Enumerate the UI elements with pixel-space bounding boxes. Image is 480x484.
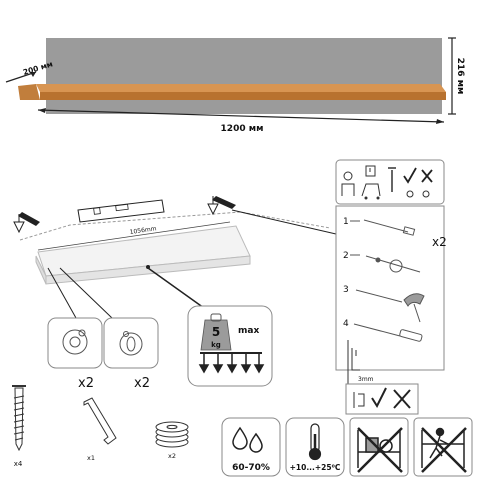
callout-dot <box>146 265 150 269</box>
check-icon <box>371 387 387 409</box>
check-cross-icon <box>403 167 433 198</box>
tools-panel: x2 x2 <box>335 159 445 212</box>
weight-icon <box>200 319 232 351</box>
screw-quantity: x4 <box>14 460 23 468</box>
worker-icon <box>341 171 355 196</box>
screw-icon <box>388 167 396 192</box>
thermometer-icon <box>308 423 322 461</box>
hole-spacing-line <box>37 221 231 251</box>
clearance-label: 3mm <box>358 376 374 383</box>
height-label: 216 мм <box>455 58 465 95</box>
level-icon <box>77 199 165 223</box>
mount-arrow-left-icon <box>13 212 40 234</box>
mount-a-quantity: x2 <box>78 376 94 391</box>
steps-multiplier: x2 <box>432 235 447 249</box>
load-max-label: max <box>238 326 259 336</box>
steps-panel: 1 2 x2 3 4 3mm <box>335 205 447 410</box>
shelf-top <box>36 84 446 92</box>
width-dimension-line <box>37 109 445 123</box>
no-climbing-box <box>413 417 473 477</box>
step-4-number: 4 <box>343 319 349 329</box>
installation-view: 1056mm <box>13 196 331 319</box>
no-climbing-icon <box>421 427 467 473</box>
max-load-box: 5 kg max <box>187 305 273 387</box>
step-3-hammer-icon <box>355 289 425 323</box>
step-2-number: 2 <box>343 251 349 261</box>
temperature-box: +10...+25⁰C <box>285 417 345 477</box>
step-1-number: 1 <box>343 217 349 227</box>
width-arrow-right-icon <box>436 119 444 124</box>
fitting-detail-b: x2 <box>103 317 159 391</box>
mount-b-quantity: x2 <box>134 376 150 391</box>
hex-key-icon <box>83 397 117 445</box>
wall-outline <box>19 211 331 241</box>
load-arrows-icon <box>198 354 265 374</box>
mount-arrow-right-icon <box>207 196 236 216</box>
hole-spacing-label: 1056mm <box>129 225 157 236</box>
step-2-drill-icon <box>350 254 421 273</box>
trolley-icon <box>361 165 381 200</box>
no-heavy-objects-icon <box>357 427 403 473</box>
back-panel <box>46 38 442 114</box>
humidity-icon <box>232 426 263 453</box>
hex-key-quantity: x1 <box>87 454 95 462</box>
width-label: 1200 мм <box>221 124 264 134</box>
temperature-label: +10...+25⁰C <box>290 463 341 472</box>
shelf-front <box>40 92 446 100</box>
shelf-end <box>18 84 40 100</box>
hardware-washers: x2 <box>155 421 189 460</box>
no-heavy-objects-box <box>349 417 409 477</box>
depth-arrow-icon <box>30 72 36 77</box>
step-3-number: 3 <box>343 285 349 295</box>
shelf-overview: 200 мм 216 мм 1200 мм <box>5 37 465 134</box>
hardware-screw: x4 <box>12 385 26 468</box>
step-4-screwdriver-icon <box>353 323 423 342</box>
humidity-box: 60-70% <box>221 417 281 477</box>
load-weight: 5 <box>212 325 220 339</box>
washers-quantity: x2 <box>168 452 176 460</box>
width-arrow-left-icon <box>38 108 46 113</box>
step-1-drill-bit-icon <box>350 219 416 236</box>
steps-connector <box>231 209 337 235</box>
shelf-perspective-end <box>35 255 47 285</box>
clearance-check-box <box>345 383 419 415</box>
callout-line-b <box>59 267 113 319</box>
washers-icon <box>155 421 189 448</box>
humidity-label: 60-70% <box>232 463 270 473</box>
fitting-detail-a: x2 <box>47 317 103 391</box>
load-unit: kg <box>211 341 221 349</box>
hardware-hex-key: x1 <box>83 397 117 462</box>
callout-line-a <box>47 267 77 319</box>
